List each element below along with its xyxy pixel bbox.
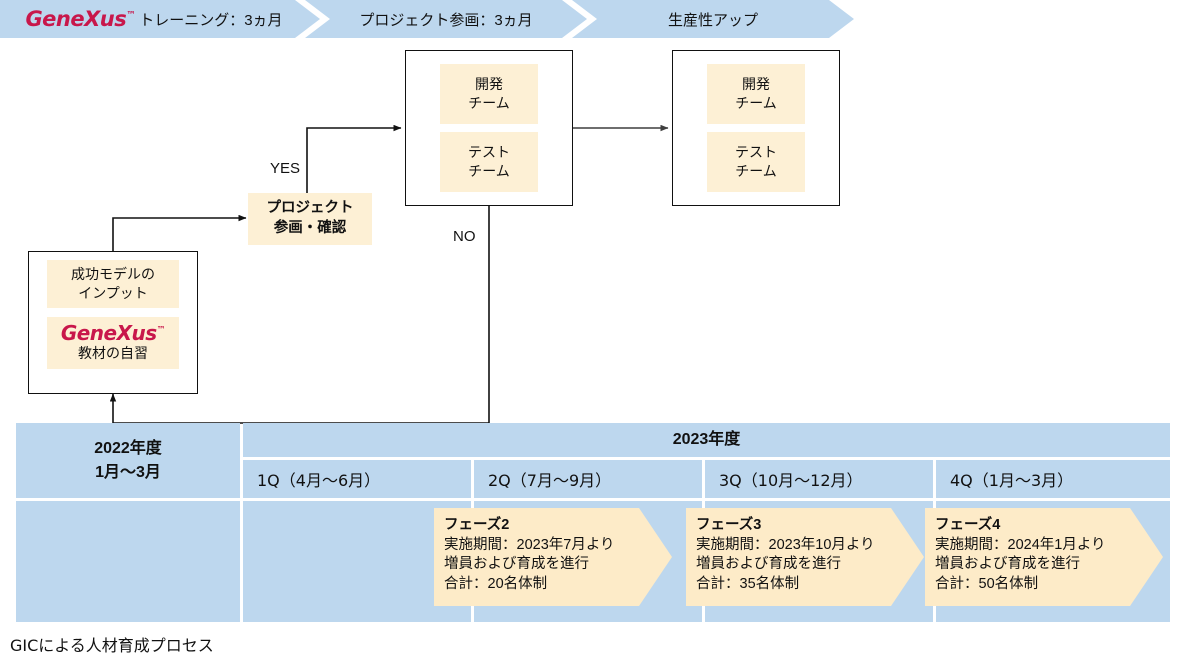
timeline-quarter-header-2: 2Q（7月～9月） bbox=[474, 460, 702, 498]
header-step-2-label: プロジェクト参画：3ヵ月 bbox=[359, 11, 533, 29]
decision-box-project-participation: プロジェクト 参画・確認 bbox=[248, 193, 372, 245]
phase-action: 増員および育成を進行 bbox=[696, 556, 841, 573]
phase-arrow-4: フェーズ4 実施期間：2024年1月より 増員および育成を進行 合計：50名体制 bbox=[925, 508, 1163, 606]
timeline-fy2022-header: 2022年度 1月～3月 bbox=[16, 423, 240, 498]
phase-arrow-3: フェーズ3 実施期間：2023年10月より 増員および育成を進行 合計：35名体… bbox=[686, 508, 924, 606]
timeline-quarter-header-4: 4Q（1月～3月） bbox=[936, 460, 1170, 498]
header-step-1: GeneXus™ トレーニング：3ヵ月 bbox=[0, 0, 320, 38]
phase-title: フェーズ4 bbox=[935, 517, 1001, 533]
quarter-label: 4Q（1月～3月） bbox=[950, 471, 1074, 490]
decision-line-1: プロジェクト bbox=[266, 200, 354, 217]
phase-period: 実施期間：2024年1月より bbox=[935, 536, 1106, 553]
fy2022-line-2: 1月～3月 bbox=[95, 463, 161, 481]
phase-total: 合計：20名体制 bbox=[444, 576, 548, 593]
test-team-line-1: テスト bbox=[468, 144, 510, 161]
quarter-label: 1Q（4月～6月） bbox=[257, 471, 381, 490]
dev-team-line-1: 開発 bbox=[475, 76, 503, 93]
quarter-label: 2Q（7月～9月） bbox=[488, 471, 612, 490]
test-team-box-1: テスト チーム bbox=[440, 132, 538, 192]
test-team-line-2: チーム bbox=[468, 163, 510, 179]
phase-action: 増員および育成を進行 bbox=[444, 556, 589, 573]
dev-team-box-1: 開発 チーム bbox=[440, 64, 538, 124]
header-step-3: 生産性アップ bbox=[572, 0, 854, 38]
success-model-line-2: インプット bbox=[78, 285, 148, 301]
branch-label-yes: YES bbox=[270, 160, 301, 177]
dev-team-line-1: 開発 bbox=[742, 76, 770, 93]
phase-title: フェーズ2 bbox=[444, 517, 510, 533]
timeline-fy2022-body bbox=[16, 501, 240, 622]
phase-arrow-2: フェーズ2 実施期間：2023年7月より 増員および育成を進行 合計：20名体制 bbox=[434, 508, 672, 606]
phase-total: 合計：35名体制 bbox=[696, 576, 800, 593]
self-study-label: 教材の自習 bbox=[78, 345, 148, 362]
success-model-line-1: 成功モデルの bbox=[71, 266, 155, 283]
timeline-quarter-body-1 bbox=[243, 501, 471, 622]
test-team-line-2: チーム bbox=[735, 163, 777, 179]
genexus-logo-icon: GeneXus™ bbox=[25, 7, 136, 31]
phase-period: 実施期間：2023年7月より bbox=[444, 536, 615, 553]
timeline-quarter-header-3: 3Q（10月～12月） bbox=[705, 460, 933, 498]
header-step-3-label: 生産性アップ bbox=[667, 11, 758, 29]
quarter-label: 3Q（10月～12月） bbox=[719, 471, 863, 490]
success-model-input-box: 成功モデルの インプット bbox=[47, 260, 179, 308]
figure-caption: GICによる人材育成プロセス bbox=[10, 636, 214, 655]
test-team-line-1: テスト bbox=[735, 144, 777, 161]
fy2023-label: 2023年度 bbox=[672, 431, 741, 449]
decision-line-2: 参画・確認 bbox=[273, 220, 347, 236]
genexus-logo-icon: GeneXus™ bbox=[60, 321, 166, 346]
test-team-box-2: テスト チーム bbox=[707, 132, 805, 192]
dev-team-line-2: チーム bbox=[735, 95, 777, 111]
header-step-1-label: トレーニング：3ヵ月 bbox=[139, 11, 283, 29]
dev-team-line-2: チーム bbox=[468, 95, 510, 111]
phase-total: 合計：50名体制 bbox=[935, 576, 1039, 593]
phase-action: 増員および育成を進行 bbox=[935, 556, 1080, 573]
fy2022-line-1: 2022年度 bbox=[94, 440, 162, 458]
timeline-quarter-header-1: 1Q（4月～6月） bbox=[243, 460, 471, 498]
phase-title: フェーズ3 bbox=[696, 517, 762, 533]
header-step-2: プロジェクト参画：3ヵ月 bbox=[305, 0, 587, 38]
timeline-fy2023-header: 2023年度 bbox=[243, 423, 1170, 457]
dev-team-box-2: 開発 チーム bbox=[707, 64, 805, 124]
phase-period: 実施期間：2023年10月より bbox=[696, 536, 875, 553]
branch-label-no: NO bbox=[453, 228, 476, 245]
genexus-self-study-box: GeneXus™ 教材の自習 bbox=[47, 317, 179, 369]
